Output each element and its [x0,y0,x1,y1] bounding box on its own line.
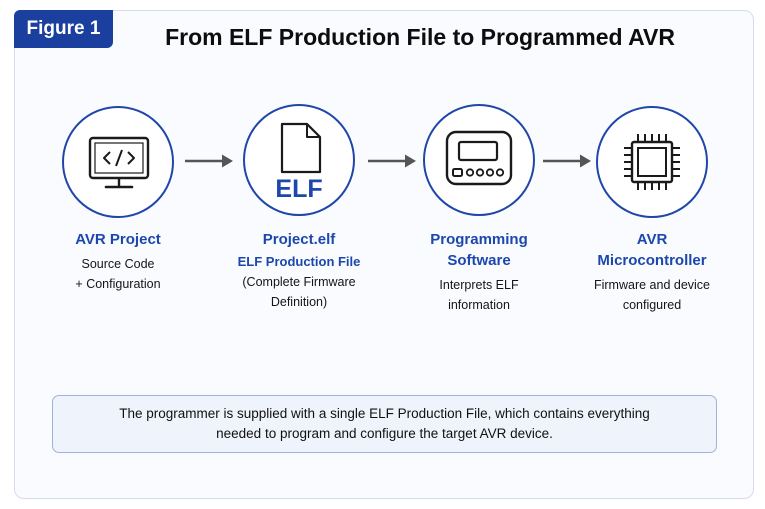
node-title: Microcontroller [597,252,707,269]
node-title: Programming [430,231,528,248]
node-description: + Configuration [75,276,161,291]
avr-microcontroller-labels: AVR Microcontroller Firmware and device … [572,229,732,315]
arrow-right-icon [543,154,591,168]
arrow-right-icon [185,154,233,168]
avr-project-node [62,106,174,218]
node-title: Software [447,252,511,269]
summary-note: The programmer is supplied with a single… [52,395,717,453]
node-title: AVR Project [75,231,161,248]
summary-note-line: The programmer is supplied with a single… [119,406,650,421]
programming-software-labels: Programming Software Interprets ELF info… [403,229,555,315]
node-description: Firmware and device [593,278,710,292]
elf-file-labels: Project.elf ELF Production File (Complet… [214,229,384,312]
microcontroller-chip-icon [624,134,680,190]
node-description: Source Code [81,257,155,271]
figure-badge: Figure 1 [14,10,113,48]
node-description: (Complete Firmware [242,275,356,289]
node-title: AVR [636,231,668,248]
avr-microcontroller-node [596,106,708,218]
node-description: configured [622,297,682,312]
summary-note-line: needed to program and configure the targ… [216,426,553,441]
monitor-code-icon [88,136,150,189]
node-subtitle: ELF Production File [237,254,361,269]
elf-file-node: ELF [243,104,355,216]
arrow-right-icon [368,154,416,168]
programming-software-node [423,104,535,216]
elf-file-icon [280,122,322,174]
figure-title: From ELF Production File to Programmed A… [165,24,675,50]
node-title: Project.elf [262,231,336,248]
node-description: information [448,297,510,312]
elf-file-icon-label: ELF [275,175,323,203]
node-description: Definition) [270,294,328,309]
avr-project-labels: AVR Project Source Code + Configuration [48,229,188,294]
node-description: Interprets ELF [439,278,519,292]
programmer-device-icon [445,130,513,186]
